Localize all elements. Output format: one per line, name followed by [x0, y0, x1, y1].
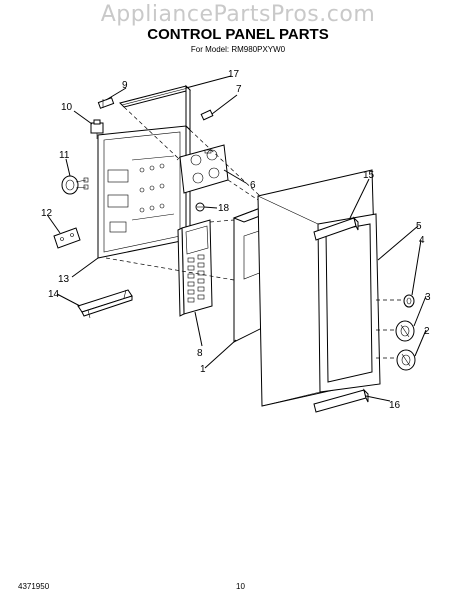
part-16-bottom-trim — [313, 388, 369, 413]
watermark: AppliancePartsPros.com — [100, 2, 376, 27]
part-3-knob — [395, 320, 415, 342]
page-number: 10 — [236, 582, 245, 591]
document-number: 4371950 — [18, 582, 50, 591]
page-title: CONTROL PANEL PARTS — [147, 26, 329, 43]
callout-9: 9 — [122, 80, 128, 91]
callout-14: 14 — [48, 289, 60, 300]
callout-3: 3 — [425, 292, 431, 303]
leader-lines — [47, 75, 427, 402]
callout-6: 6 — [250, 180, 256, 191]
assembly-lines — [105, 106, 404, 359]
part-10-switch — [90, 119, 104, 139]
part-14-bracket — [77, 289, 133, 319]
part-15-top-trim — [313, 216, 359, 241]
callout-16: 16 — [389, 400, 401, 411]
callout-7: 7 — [236, 84, 242, 95]
part-12-plate — [53, 227, 81, 249]
callout-10: 10 — [61, 102, 73, 113]
part-2-knob — [396, 349, 416, 371]
part-8-keypad — [177, 219, 213, 317]
model-subtitle: For Model: RM980PXYW0 — [190, 45, 286, 54]
callout-1: 1 — [200, 364, 206, 375]
part-5-outer-frame — [257, 169, 381, 407]
part-17-trim-strip — [119, 84, 191, 132]
callout-12: 12 — [41, 208, 53, 219]
callout-17: 17 — [228, 69, 240, 80]
part-7-clip — [200, 109, 214, 121]
part-9-fastener — [97, 97, 115, 109]
callout-15: 15 — [363, 170, 375, 181]
callout-4: 4 — [419, 235, 425, 246]
callout-5: 5 — [416, 221, 422, 232]
part-13-control-frame — [97, 124, 191, 259]
callout-13: 13 — [58, 274, 70, 285]
callout-2: 2 — [424, 326, 430, 337]
part-11-sensor — [61, 175, 89, 195]
callout-labels: 1 2 3 4 5 6 7 8 9 10 11 12 13 14 15 16 1… — [41, 69, 431, 411]
callout-11: 11 — [59, 150, 70, 161]
callout-18: 18 — [218, 203, 230, 214]
part-4-knob-insert — [403, 294, 415, 308]
part-18-screw — [195, 202, 205, 212]
callout-8: 8 — [197, 348, 203, 359]
